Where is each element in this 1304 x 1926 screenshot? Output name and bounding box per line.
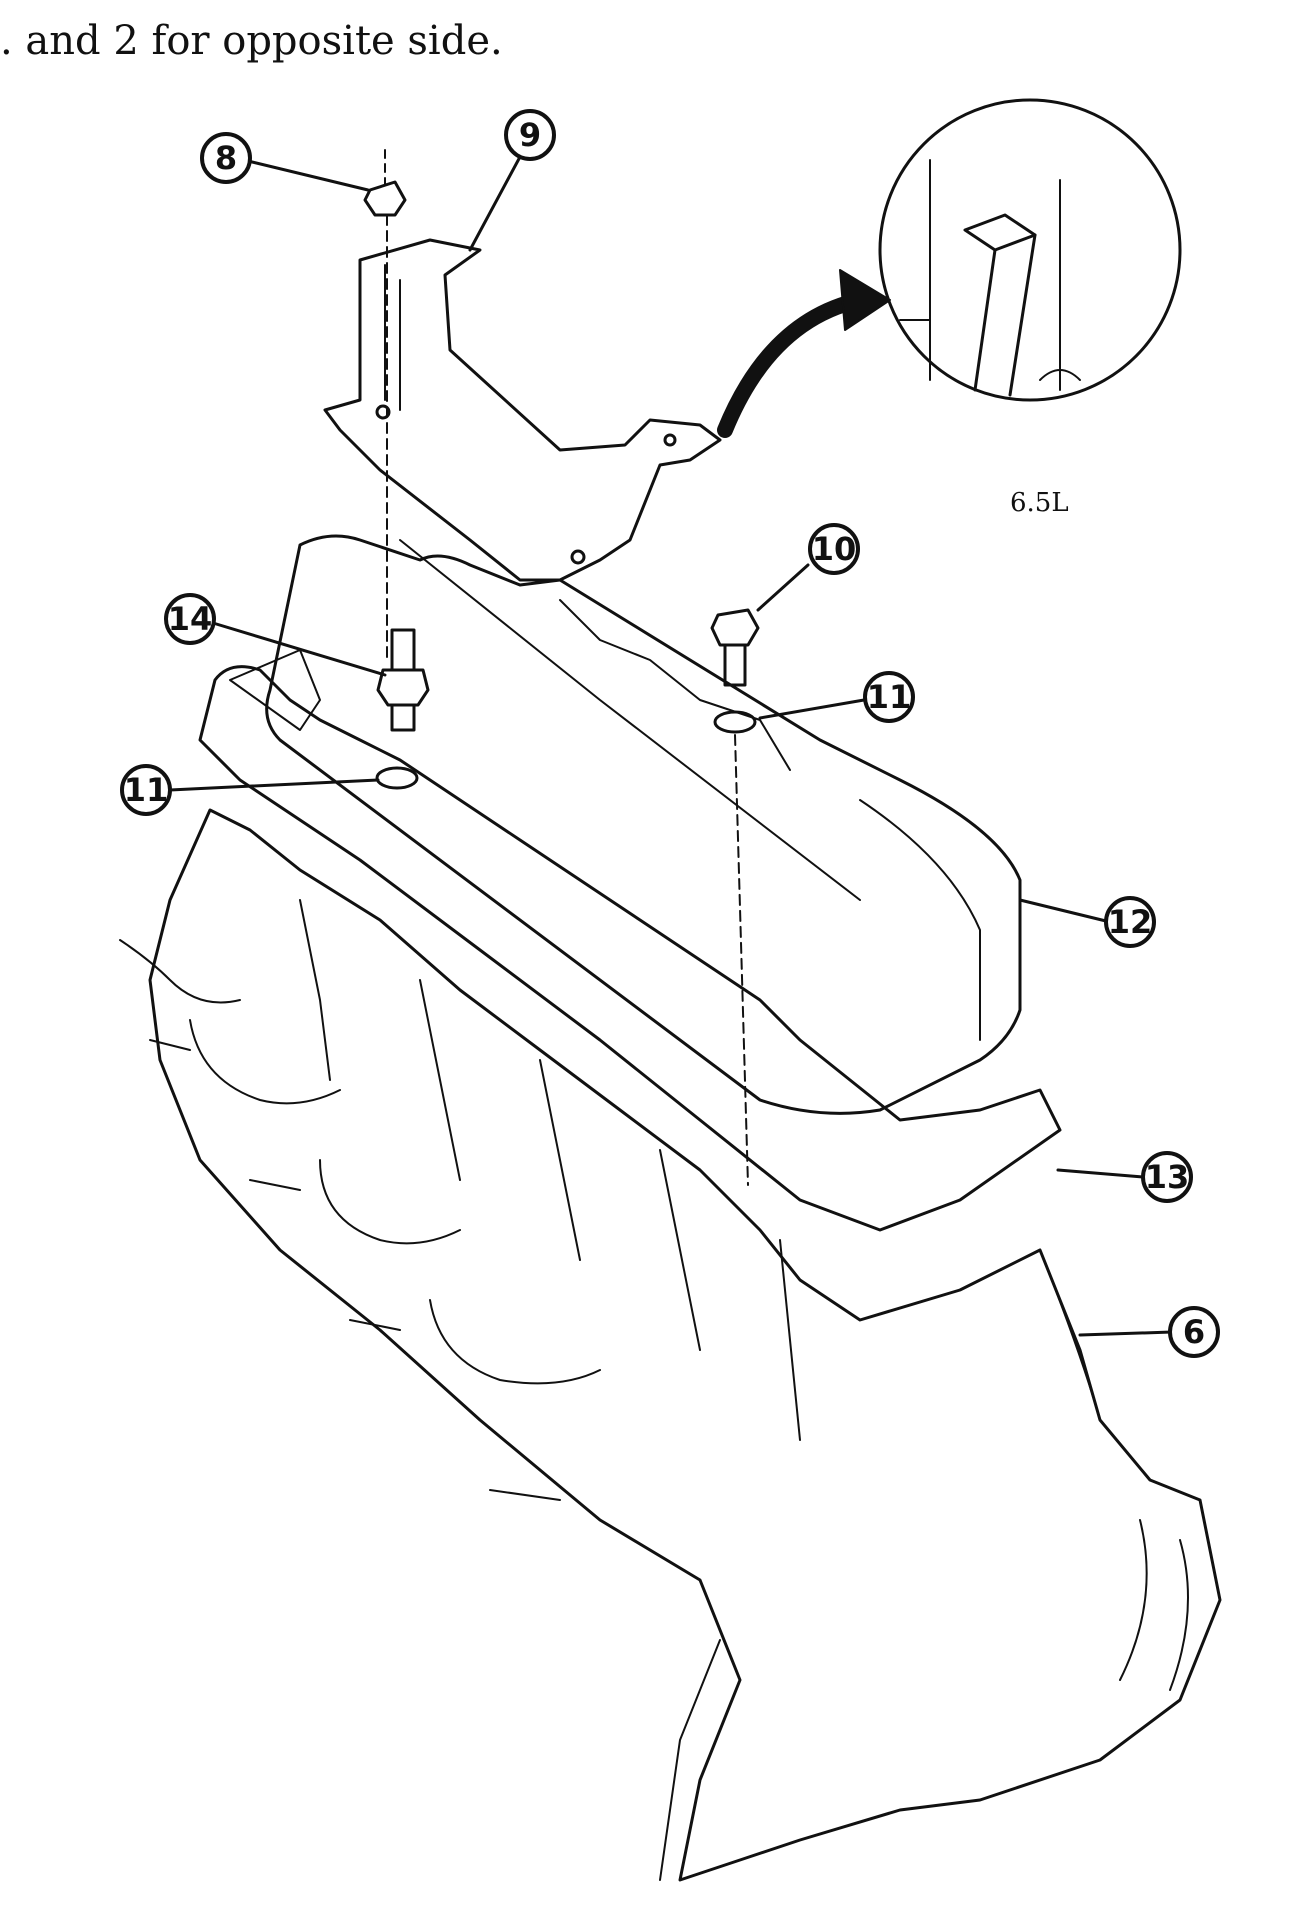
callout-circle-12: 12 — [1104, 896, 1156, 948]
callout-circle-6: 6 — [1168, 1306, 1220, 1358]
callout-circle-14: 14 — [164, 593, 216, 645]
valve-cover-12 — [229, 534, 1022, 1115]
callout-label-9: 9 — [519, 116, 541, 154]
cylinder-head-6 — [148, 808, 1222, 1882]
leader-8 — [242, 158, 370, 192]
leader-11-right — [758, 698, 866, 720]
inset-label: 6.5L — [1010, 488, 1069, 518]
bolt-10 — [710, 608, 760, 687]
callout-label-12: 12 — [1108, 903, 1153, 941]
nut-8 — [363, 149, 407, 217]
leader-6 — [1078, 1330, 1174, 1337]
callout-label-6: 6 — [1183, 1313, 1205, 1351]
leader-13 — [1056, 1168, 1145, 1179]
leader-12 — [1018, 898, 1112, 924]
washer-11-left — [375, 766, 419, 790]
detail-arrow — [717, 292, 868, 438]
bracket-9 — [323, 238, 722, 582]
callout-circle-8: 8 — [200, 132, 252, 184]
leader-10 — [756, 563, 810, 612]
instruction-text: . and 2 for opposite side. — [0, 18, 503, 64]
callout-label-10: 10 — [812, 530, 857, 568]
callout-circle-10: 10 — [808, 523, 860, 575]
gasket-13 — [198, 665, 1062, 1232]
fuel-lines — [119, 939, 601, 1501]
callout-circle-11-left: 11 — [120, 764, 172, 816]
leader-9 — [468, 153, 523, 252]
callout-circle-13: 13 — [1141, 1151, 1193, 1203]
leader-11-left — [168, 778, 380, 792]
leader-14 — [211, 621, 387, 677]
washer-11-right — [713, 710, 757, 734]
callout-label-11-left: 11 — [124, 771, 169, 809]
callout-circle-11-right: 11 — [863, 671, 915, 723]
callout-label-8: 8 — [215, 139, 237, 177]
callout-label-11-right: 11 — [867, 678, 912, 716]
callout-label-13: 13 — [1145, 1158, 1190, 1196]
callout-label-14: 14 — [168, 600, 213, 638]
stud-14 — [376, 628, 430, 732]
callout-circle-9: 9 — [504, 109, 556, 161]
inset-detail-6-5l — [878, 98, 1182, 402]
